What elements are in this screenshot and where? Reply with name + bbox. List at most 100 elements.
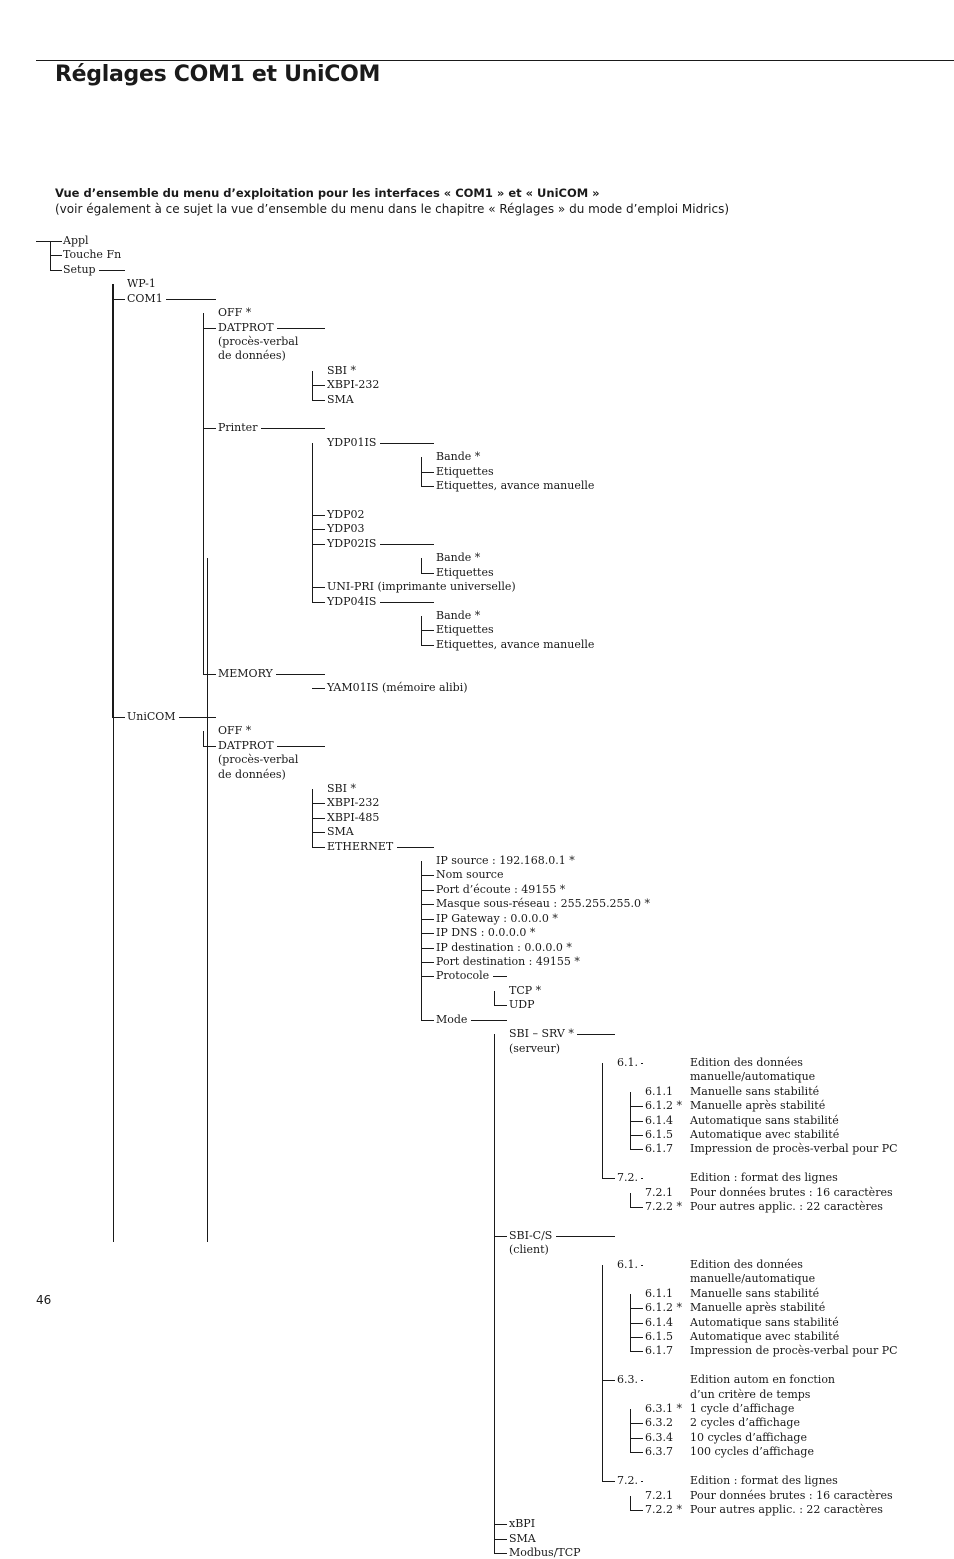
- menu-item-label: COM1: [127, 291, 163, 305]
- tree-tick: [312, 587, 325, 589]
- menu-item-label: 7.2.: [617, 1171, 638, 1185]
- tree-tick: [312, 543, 325, 545]
- tree-tick: [421, 486, 434, 488]
- menu-item-label: ETHERNET: [327, 839, 394, 853]
- tree-connector: [641, 1481, 643, 1483]
- menu-item-label: 6.1.7: [645, 1344, 673, 1358]
- menu-item-label: Protocole: [436, 969, 490, 983]
- menu-item-note: d’un critère de temps: [690, 1387, 811, 1401]
- tree-connector: [261, 428, 325, 430]
- tree-connector: [277, 745, 325, 747]
- menu-item-label: UNI-PRI (imprimante universelle): [327, 580, 516, 594]
- tree-tick: [421, 471, 434, 473]
- tree-tick: [630, 1351, 643, 1353]
- tree-connector: [277, 327, 325, 329]
- menu-item-label: UniCOM: [127, 709, 176, 723]
- menu-item-label: Masque sous-réseau : 255.255.255.0 *: [436, 897, 651, 911]
- page-number: 46: [36, 1293, 52, 1307]
- menu-item-note: manuelle/automatique: [690, 1070, 816, 1084]
- menu-item-label: Nom source: [436, 868, 504, 882]
- menu-item-description: Automatique avec stabilité: [690, 1128, 840, 1142]
- tree-connector: [556, 1235, 615, 1237]
- tree-tick: [312, 817, 325, 819]
- tree-tick: [50, 269, 62, 271]
- tree-tick: [50, 255, 62, 257]
- menu-item-label: 6.3.: [617, 1373, 638, 1387]
- tree-tick: [421, 644, 434, 646]
- tree-tick: [312, 803, 325, 805]
- tree-tick: [494, 1538, 507, 1540]
- page-title: Réglages COM1 et UniCOM: [55, 62, 381, 87]
- menu-item-description: 2 cycles d’affichage: [690, 1416, 800, 1430]
- tree-branch-line: [421, 861, 422, 1021]
- document-page: Réglages COM1 et UniCOM Vue d’ensemble d…: [36, 60, 954, 1559]
- menu-item-label: xBPI: [509, 1517, 536, 1531]
- tree-tick: [421, 1019, 434, 1021]
- tree-tick: [312, 601, 325, 603]
- menu-item-label: 6.3.7: [645, 1445, 673, 1459]
- tree-tick: [203, 745, 216, 747]
- menu-item-description: Edition des données: [690, 1055, 803, 1069]
- menu-item-label: YAM01IS (mémoire alibi): [327, 681, 468, 695]
- menu-item-label: Bande *: [436, 608, 481, 622]
- menu-item-description: Automatique sans stabilité: [690, 1113, 839, 1127]
- menu-item-description: 100 cycles d’affichage: [690, 1445, 814, 1459]
- tree-branch-line: [602, 1264, 603, 1483]
- tree-tick: [203, 327, 216, 329]
- menu-item-label: Port destination : 49155 *: [436, 955, 580, 968]
- tree-tick: [602, 1380, 615, 1382]
- menu-item-label: 7.2.2 *: [645, 1502, 682, 1516]
- menu-item-label: 6.3.4: [645, 1430, 673, 1444]
- menu-item-description: Manuelle sans stabilité: [690, 1286, 820, 1300]
- menu-item-label: Appl: [63, 234, 89, 247]
- menu-item-label: IP destination : 0.0.0.0 *: [436, 940, 572, 954]
- tree-tick: [312, 832, 325, 834]
- tree-root-line: [36, 241, 62, 242]
- tree-connector: [641, 1178, 643, 1180]
- tree-tick: [421, 630, 434, 632]
- tree-connector: [471, 1019, 507, 1021]
- tree-branch-line: [421, 558, 422, 574]
- tree-tick: [602, 1481, 615, 1483]
- menu-item-description: Automatique sans stabilité: [690, 1315, 839, 1329]
- tree-connector: [641, 1380, 643, 1382]
- tree-tick: [312, 514, 325, 516]
- menu-item-label: 6.1.1: [645, 1286, 673, 1300]
- menu-item-label: Setup: [63, 262, 96, 276]
- tree-tick: [630, 1452, 643, 1454]
- menu-item-description: Manuelle après stabilité: [690, 1099, 826, 1113]
- tree-tick: [421, 976, 434, 978]
- menu-item-description: 1 cycle d’affichage: [690, 1402, 795, 1416]
- tree-tick: [312, 529, 325, 531]
- tree-tick: [421, 947, 434, 949]
- tree-connector: [179, 716, 216, 718]
- menu-item-description: Pour autres applic. : 22 caractères: [690, 1502, 883, 1516]
- tree-tick: [312, 385, 325, 387]
- menu-item-label: 6.3.1 *: [645, 1402, 682, 1416]
- tree-tick: [421, 889, 434, 891]
- menu-item-label: IP Gateway : 0.0.0.0 *: [436, 911, 558, 925]
- menu-item-label: 6.1.5: [645, 1128, 673, 1142]
- tree-tick: [421, 962, 434, 963]
- menu-item-note: (serveur): [509, 1041, 561, 1055]
- menu-item-label: Modbus/TCP: [509, 1546, 581, 1559]
- tree-tick: [630, 1149, 643, 1151]
- menu-overview-note: (voir également à ce sujet la vue d’ense…: [55, 202, 730, 216]
- tree-tick: [203, 428, 216, 430]
- menu-item-label: SBI-C/S: [509, 1228, 553, 1242]
- tree-connector: [397, 846, 434, 848]
- tree-tick: [494, 1524, 507, 1526]
- header-rule: [36, 60, 954, 61]
- menu-item-note: (procès-verbal: [218, 334, 299, 348]
- menu-item-description: Edition autom en fonction: [690, 1373, 836, 1387]
- tree-branch-line: [630, 1192, 631, 1209]
- tree-tick: [421, 904, 434, 906]
- menu-item-label: 6.1.1: [645, 1084, 673, 1098]
- menu-item-label: 6.1.2 *: [645, 1301, 682, 1315]
- menu-item-label: 6.1.5: [645, 1329, 673, 1343]
- tree-branch-line: [312, 442, 313, 603]
- menu-item-note: (client): [509, 1243, 549, 1257]
- tree-tick: [421, 918, 434, 920]
- tree-tick: [630, 1120, 643, 1122]
- menu-item-label: 7.2.: [617, 1474, 638, 1488]
